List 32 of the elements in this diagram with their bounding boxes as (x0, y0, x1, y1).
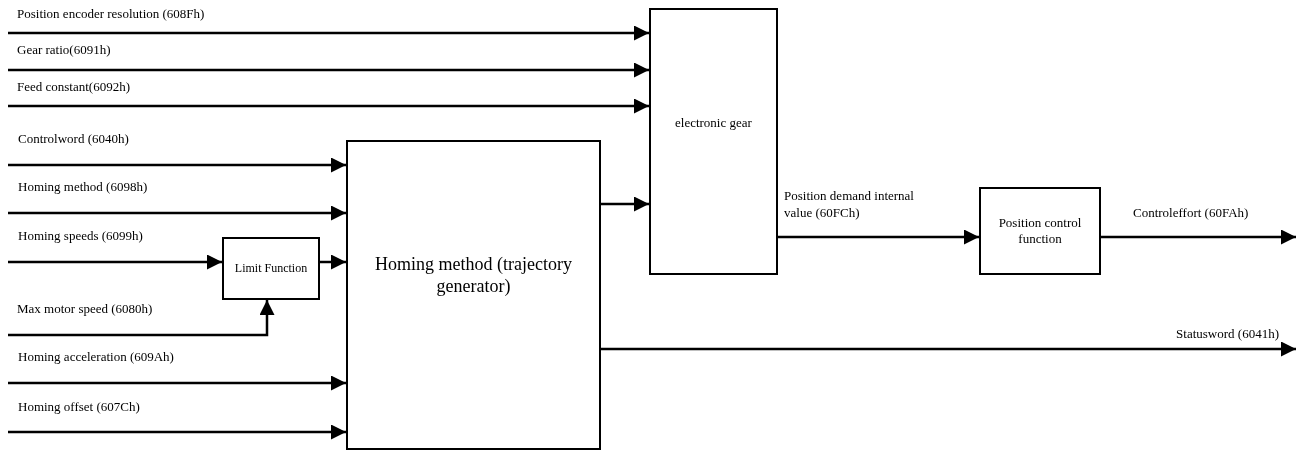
box-label: electronic gear (675, 115, 752, 132)
edge-label: Homing acceleration (609Ah) (17, 349, 175, 366)
arrow (8, 254, 222, 270)
arrow (8, 25, 649, 41)
edge-label: Controleffort (60FAh) (1132, 205, 1250, 222)
edge-label: Homing offset (607Ch) (17, 399, 141, 416)
arrow (1101, 229, 1296, 245)
arrow (8, 98, 649, 114)
arrow (601, 341, 1296, 357)
arrow (320, 254, 346, 270)
arrow (601, 196, 649, 212)
arrow (778, 229, 979, 245)
edge-label: Controlword (6040h) (17, 131, 130, 148)
edge-label: Gear ratio(6091h) (16, 42, 112, 59)
edge-label: Homing method (6098h) (17, 179, 149, 196)
process-box (649, 8, 778, 275)
edge-label: Max motor speed (6080h) (16, 301, 154, 318)
arrow (8, 375, 346, 391)
process-box (222, 237, 320, 300)
process-box (979, 187, 1101, 275)
arrow (8, 300, 275, 337)
arrow (8, 157, 346, 173)
edge-label: Feed constant(6092h) (16, 79, 131, 96)
arrow (8, 205, 346, 221)
process-box (346, 140, 601, 450)
box-label: Homing method (trajectory generator) (374, 252, 573, 298)
box-label: Position control function (997, 214, 1083, 248)
edge-label: Homing speeds (6099h) (17, 228, 144, 245)
box-label: Limit Function (234, 261, 308, 276)
arrow (8, 424, 346, 440)
arrow (8, 62, 649, 78)
edge-label: Position encoder resolution (608Fh) (16, 6, 206, 23)
